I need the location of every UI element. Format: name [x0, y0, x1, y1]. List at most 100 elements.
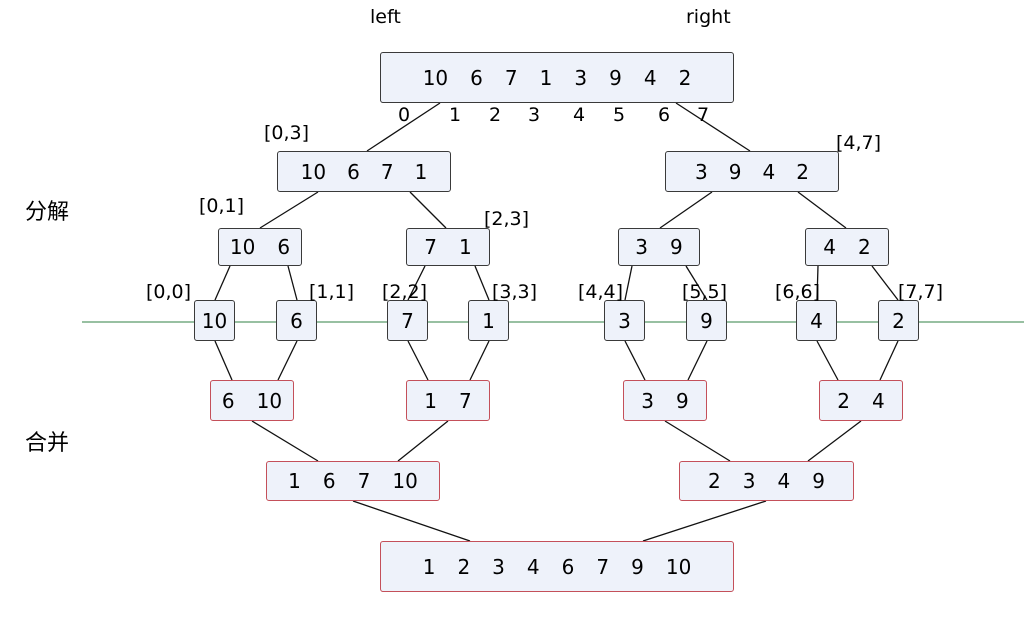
connector-line: [259, 191, 319, 229]
connector-line: [797, 191, 847, 229]
connector-line: [675, 102, 751, 152]
connector-line: [807, 420, 862, 462]
array-value: 10: [201, 308, 228, 333]
array-value: 10: [256, 388, 283, 413]
merge-phase-label: 合并: [25, 431, 70, 456]
connector-line: [816, 265, 819, 301]
leaf-box: 9: [686, 300, 727, 341]
merge-level1-box: 6 10: [210, 380, 294, 421]
range-label: [3,3]: [492, 281, 538, 303]
array-value: 4: [777, 469, 791, 493]
array-value: 1: [414, 159, 428, 184]
index-number: 1: [449, 104, 462, 126]
array-value: 1: [424, 388, 437, 413]
range-label: [4,4]: [578, 281, 624, 303]
array-value: 7: [357, 469, 371, 493]
array-value: 3: [574, 65, 588, 90]
connector-line: [214, 340, 233, 381]
array-value: 2: [837, 388, 850, 413]
array-value: 7: [459, 388, 472, 413]
array-value: 6: [470, 65, 483, 90]
array-value: 2: [708, 469, 721, 493]
array-value: 7: [401, 308, 414, 333]
array-value: 2: [892, 308, 905, 333]
split-level2-box: 10 6: [218, 228, 302, 266]
connector-line: [474, 265, 490, 301]
connector-line: [685, 265, 708, 301]
array-value: 6: [277, 235, 291, 259]
leaf-box: 10: [194, 300, 235, 341]
array-value: 10: [422, 65, 449, 90]
array-value: 4: [643, 65, 657, 90]
array-value: 1: [482, 308, 495, 333]
connector-line: [664, 420, 731, 462]
array-value: 4: [823, 235, 836, 259]
range-label: [0,1]: [199, 195, 245, 217]
array-value: 3: [492, 554, 505, 579]
leaf-box: 1: [468, 300, 509, 341]
connector-line: [409, 191, 447, 229]
leaf-box: 3: [604, 300, 645, 341]
connector-line: [879, 340, 899, 381]
array-value: 6: [347, 159, 360, 184]
connector-line: [366, 102, 441, 152]
array-value: 3: [641, 388, 654, 413]
array-value: 10: [665, 554, 692, 579]
array-value: 7: [380, 159, 394, 184]
array-value: 6: [221, 388, 235, 413]
connector-line: [251, 420, 319, 462]
array-value: 7: [424, 235, 437, 259]
leaf-box: 7: [387, 300, 428, 341]
array-value: 9: [609, 65, 622, 90]
connector-line: [277, 340, 298, 381]
array-value: 1: [422, 554, 436, 579]
array-value: 9: [700, 308, 713, 333]
range-label: [0,3]: [264, 122, 310, 144]
range-label: [1,1]: [309, 281, 355, 303]
array-value: 2: [457, 554, 471, 579]
connector-line: [397, 420, 449, 462]
array-value: 4: [872, 388, 885, 413]
range-label: [2,3]: [484, 208, 530, 230]
array-value: 9: [631, 554, 644, 579]
array-value: 1: [288, 469, 301, 493]
right-label: right: [686, 6, 731, 28]
split-phase-label: 分解: [25, 200, 70, 225]
array-value: 6: [561, 554, 575, 579]
index-number: 4: [573, 104, 586, 126]
index-number: 5: [613, 104, 626, 126]
array-value: 9: [670, 235, 683, 259]
range-label: [2,2]: [382, 281, 428, 303]
connector-line: [687, 340, 708, 381]
connector-line: [469, 340, 490, 381]
array-value: 3: [742, 469, 756, 493]
array-value: 4: [762, 159, 776, 184]
leaf-box: 4: [796, 300, 837, 341]
index-number: 0: [398, 104, 411, 126]
range-label: [7,7]: [898, 281, 944, 303]
connector-line: [624, 265, 633, 301]
array-value: 1: [539, 65, 553, 90]
leaf-box: 2: [878, 300, 919, 341]
array-value: 10: [229, 235, 256, 259]
index-number: 6: [658, 104, 671, 126]
connector-line: [287, 265, 298, 301]
index-number: 2: [489, 104, 502, 126]
connector-line: [214, 265, 231, 301]
array-value: 6: [290, 308, 303, 333]
connector-line: [871, 265, 899, 301]
range-label: [6,6]: [775, 281, 821, 303]
array-value: 9: [676, 388, 689, 413]
left-label: left: [370, 6, 401, 28]
